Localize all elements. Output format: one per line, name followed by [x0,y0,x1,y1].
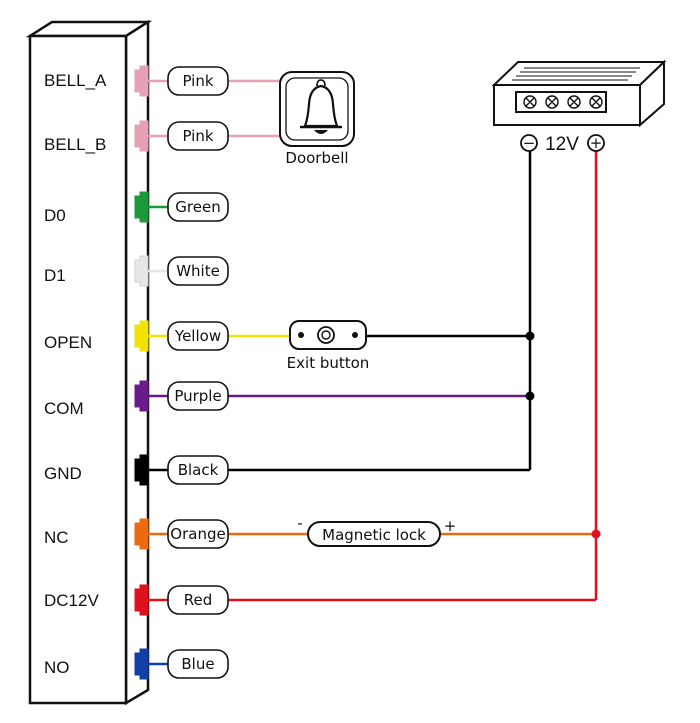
wire-label-box [167,519,229,549]
wire-label-box [167,455,229,485]
junction-dot [525,331,535,341]
doorbell-label: Doorbell [285,149,348,167]
pin-no: NO Blue [44,648,229,680]
pin-dc12v: DC12V Red [44,584,229,616]
pin-label: GND [44,464,82,483]
wire-color-label: Red [184,591,213,609]
pin-label: BELL_B [44,135,106,154]
magnetic-lock-device: Magnetic lock - + [297,514,457,547]
pin-label: NC [44,528,69,547]
plus-terminal-icon [587,134,605,152]
wire-color-label: Blue [181,655,214,673]
bell-icon [300,79,342,134]
terminal-screw-icons [523,95,603,109]
wire-color-label: Purple [174,387,221,405]
wire-label-box [167,66,229,96]
connector-tab [134,191,149,223]
magnetic-lock-plus: + [444,517,457,535]
exit-button-device: Exit button [287,320,370,372]
connector-tab [134,584,149,616]
psu-voltage-label: 12V [545,134,579,155]
pin-bell-b: BELL_B Pink [44,120,229,154]
wire-label-box [167,256,229,286]
connector-tab [134,648,149,680]
wire-label-box [167,321,229,351]
connector-tab [134,65,149,97]
junction-dot [525,391,535,401]
pin-open: OPEN Yellow [44,320,229,352]
wire-label-box [167,381,229,411]
connector-tab [134,120,149,152]
pin-label: D0 [44,206,66,225]
power-supply-device: − 12V + [491,59,667,155]
wire-label-box [167,192,229,222]
connector-tab [134,518,149,550]
connector-tab [134,320,149,352]
connector-tab [134,454,149,486]
pin-label: BELL_A [44,71,107,90]
wire-routing [228,79,601,602]
wire-color-label: Orange [170,525,225,543]
psu-minus: − [523,134,536,152]
wire-color-label: White [176,262,220,280]
pin-label: D1 [44,266,66,285]
magnetic-lock-minus: - [297,514,302,532]
connector-tab [134,380,149,412]
junction-dot [591,529,601,539]
wire-color-label: Black [178,461,219,479]
wire-color-label: Yellow [174,327,221,345]
pin-bell-a: BELL_A Pink [44,65,229,97]
pin-com: COM Purple [44,380,229,418]
pin-nc: NC Orange [44,518,229,550]
pin-label: OPEN [44,333,92,352]
terminal-block [515,91,607,113]
wire-label-box [167,121,229,151]
connector-tab [134,255,149,287]
magnetic-lock-label: Magnetic lock [322,526,426,544]
wire-color-label: Green [175,198,220,216]
push-button-icon [317,326,335,344]
pin-d0: D0 Green [44,191,229,225]
pin-gnd: GND Black [44,454,229,486]
wire-color-label: Pink [182,127,213,145]
pin-d1: D1 White [44,255,229,287]
exit-button-label: Exit button [287,354,370,372]
wire-label-box [167,585,229,615]
pin-label: COM [44,399,84,418]
wire-color-label: Pink [182,72,213,90]
doorbell-device: Doorbell [279,71,355,167]
pin-label: NO [44,658,70,677]
wire-label-box [167,649,229,679]
pin-label: DC12V [44,591,99,610]
minus-terminal-icon [520,134,538,152]
psu-plus: + [590,134,603,152]
